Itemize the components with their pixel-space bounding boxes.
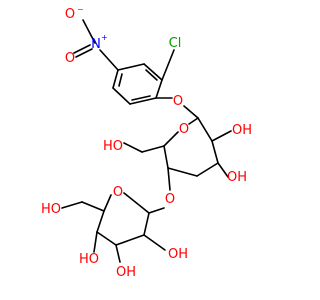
ring2-hydroxymethyl: HO (41, 202, 61, 217)
ring1-hydroxyl-2: OH (232, 123, 252, 138)
ring1-hydroxyl-3: OH (227, 170, 247, 185)
nitro-oxygen-minus: O (65, 7, 75, 22)
nitro-minus-charge: − (77, 5, 84, 14)
ring2-hydroxyl-2: OH (168, 247, 188, 262)
atom-labels: O − N + O Cl O O OH OH HO O O HO HO OH O… (41, 5, 252, 280)
glycosidic-oxygen: O (165, 192, 175, 207)
ring2-hydroxyl-3: OH (116, 265, 136, 280)
molecule-structure: O − N + O Cl O O OH OH HO O O HO HO OH O… (41, 5, 252, 280)
ring1-hydroxymethyl: HO (103, 139, 123, 154)
nitro-plus-charge: + (101, 33, 108, 42)
chlorine-atom: Cl (169, 36, 182, 51)
ring1-oxygen: O (179, 122, 189, 137)
nitro-nitrogen: N (91, 37, 101, 52)
ring2-oxygen: O (113, 185, 123, 200)
nitro-oxygen: O (65, 51, 75, 66)
aryl-ether-oxygen: O (173, 94, 183, 109)
bonds (61, 19, 232, 263)
ring2-hydroxyl-4: HO (79, 252, 99, 267)
